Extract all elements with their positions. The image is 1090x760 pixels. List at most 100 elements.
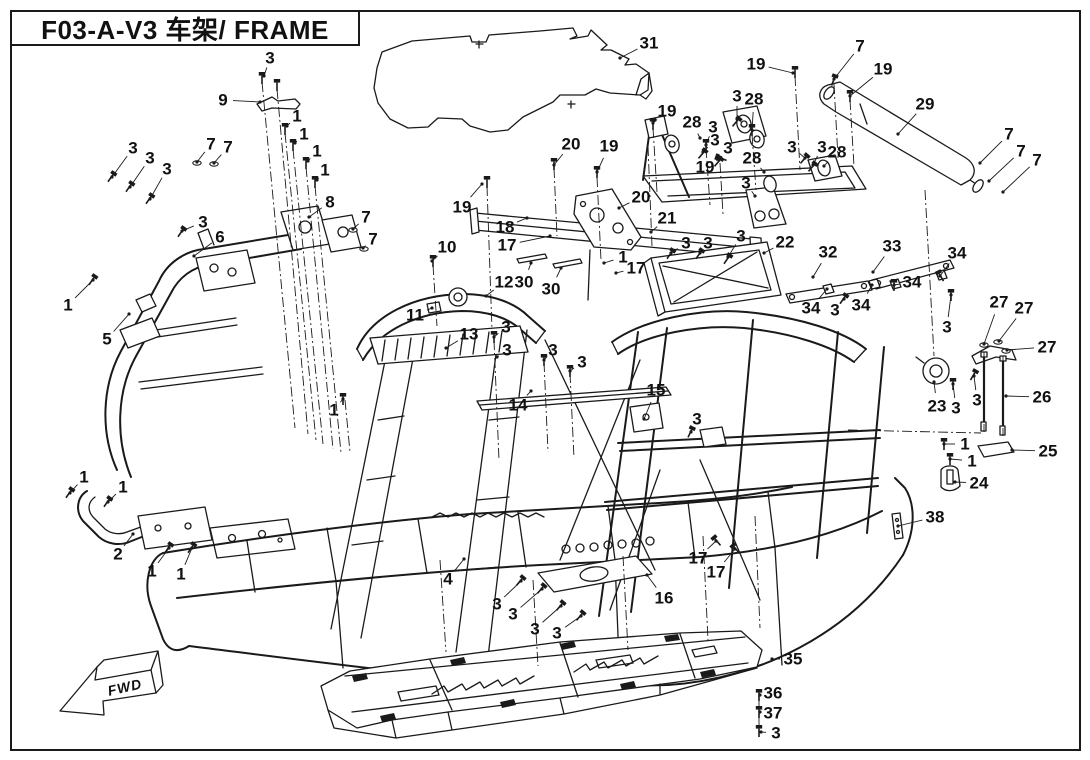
callout-leader bbox=[988, 157, 1015, 182]
callout: 5 bbox=[102, 312, 131, 349]
callout-target-dot bbox=[552, 163, 556, 167]
callout-target-dot bbox=[192, 254, 196, 258]
callout-label: 28 bbox=[828, 143, 847, 162]
callout-label: 1 bbox=[299, 125, 308, 144]
callout-label: 1 bbox=[176, 565, 185, 584]
bolt-icon bbox=[311, 176, 319, 188]
callout-label: 27 bbox=[1038, 338, 1057, 357]
callout-leader bbox=[707, 540, 717, 550]
bolt-icon bbox=[791, 66, 799, 78]
callout-leader bbox=[107, 493, 117, 503]
axis-line bbox=[314, 185, 342, 454]
callout-target-dot bbox=[978, 161, 982, 165]
callout-leader bbox=[308, 207, 323, 218]
callout: 1 bbox=[329, 397, 345, 420]
callout-leader bbox=[939, 263, 950, 277]
callout-target-dot bbox=[293, 141, 297, 145]
callout-leader bbox=[445, 340, 459, 349]
callout: 3 bbox=[787, 138, 807, 160]
callout: 3 bbox=[669, 234, 691, 255]
callout-leader bbox=[564, 615, 582, 628]
callout: 3 bbox=[830, 297, 846, 320]
callout-label: 3 bbox=[708, 118, 717, 137]
callout-target-dot bbox=[762, 170, 766, 174]
callout-target-dot bbox=[811, 163, 815, 167]
callout: 23 bbox=[928, 380, 947, 416]
callout: 26 bbox=[1004, 388, 1051, 407]
callout: 3 bbox=[110, 139, 138, 179]
callout-target-dot bbox=[759, 730, 763, 734]
callout-leader bbox=[812, 155, 818, 166]
callout-label: 22 bbox=[776, 233, 795, 252]
callout: 3 bbox=[942, 293, 953, 337]
callout: 1 bbox=[106, 478, 128, 504]
callout-label: 1 bbox=[292, 107, 301, 126]
axis-line bbox=[596, 176, 602, 261]
callout: 3 bbox=[492, 318, 511, 339]
callout-leader bbox=[618, 202, 630, 209]
callout-label: 34 bbox=[852, 296, 871, 315]
callout: 3 bbox=[148, 160, 172, 201]
callout-leader bbox=[232, 100, 261, 103]
rear-cage bbox=[598, 310, 885, 617]
callout-label: 34 bbox=[948, 244, 967, 263]
callout: 1 bbox=[948, 452, 977, 471]
callout-target-dot bbox=[951, 382, 955, 386]
callout: 20 bbox=[617, 188, 650, 210]
callout-label: 23 bbox=[928, 397, 947, 416]
rear-rack bbox=[642, 105, 867, 229]
callout-label: 3 bbox=[198, 213, 207, 232]
callout: 3 bbox=[732, 87, 742, 121]
callout-leader bbox=[723, 548, 736, 563]
callout-target-dot bbox=[315, 178, 319, 182]
callout-label: 6 bbox=[215, 228, 224, 247]
callout-target-dot bbox=[714, 539, 718, 543]
callout: 7 bbox=[832, 37, 865, 81]
callout-target-dot bbox=[645, 573, 649, 577]
callout: 7 bbox=[978, 125, 1014, 165]
callout-target-dot bbox=[733, 547, 737, 551]
callout-label: 34 bbox=[903, 273, 922, 292]
callout-target-dot bbox=[704, 143, 708, 147]
callout-label: 3 bbox=[502, 341, 511, 360]
bolt-icon bbox=[281, 123, 289, 135]
callout-leader bbox=[897, 519, 923, 527]
axis-line bbox=[276, 88, 309, 435]
callout: 12 bbox=[484, 273, 513, 298]
callout-target-dot bbox=[726, 255, 730, 259]
callout: 34 bbox=[802, 287, 829, 318]
callout-leader bbox=[553, 153, 564, 166]
page-title: F03-A-V3 车架/ FRAME bbox=[41, 14, 329, 45]
callout-label: 3 bbox=[530, 620, 539, 639]
callout-leader bbox=[453, 558, 465, 572]
callout-target-dot bbox=[896, 524, 900, 528]
callout-leader bbox=[184, 547, 193, 565]
callout-leader bbox=[181, 225, 194, 232]
callout: 29 bbox=[896, 95, 934, 136]
callout-leader bbox=[643, 401, 652, 420]
callout-leader bbox=[1006, 347, 1035, 351]
callout-label: 18 bbox=[496, 218, 515, 237]
axis-line bbox=[705, 147, 711, 206]
callout-target-dot bbox=[495, 355, 499, 359]
callout-target-dot bbox=[430, 259, 434, 263]
callout-label: 3 bbox=[145, 149, 154, 168]
callout-leader bbox=[979, 140, 1003, 164]
bolt-icon bbox=[302, 157, 310, 169]
axis-line bbox=[754, 515, 761, 629]
callout-label: 3 bbox=[692, 410, 701, 429]
callout-label: 1 bbox=[967, 452, 976, 471]
axis-line bbox=[284, 132, 317, 441]
callout-label: 1 bbox=[329, 401, 338, 420]
callout-label: 4 bbox=[443, 570, 453, 589]
callout: 28 bbox=[745, 90, 763, 132]
axis-line bbox=[794, 75, 801, 171]
callout: 38 bbox=[896, 508, 944, 528]
callout-label: 19 bbox=[696, 158, 715, 177]
callout-label: 29 bbox=[916, 95, 935, 114]
bolt-icon bbox=[289, 139, 297, 151]
callout-target-dot bbox=[822, 164, 826, 168]
callout: 3 bbox=[530, 604, 563, 639]
callout-target-dot bbox=[540, 587, 544, 591]
